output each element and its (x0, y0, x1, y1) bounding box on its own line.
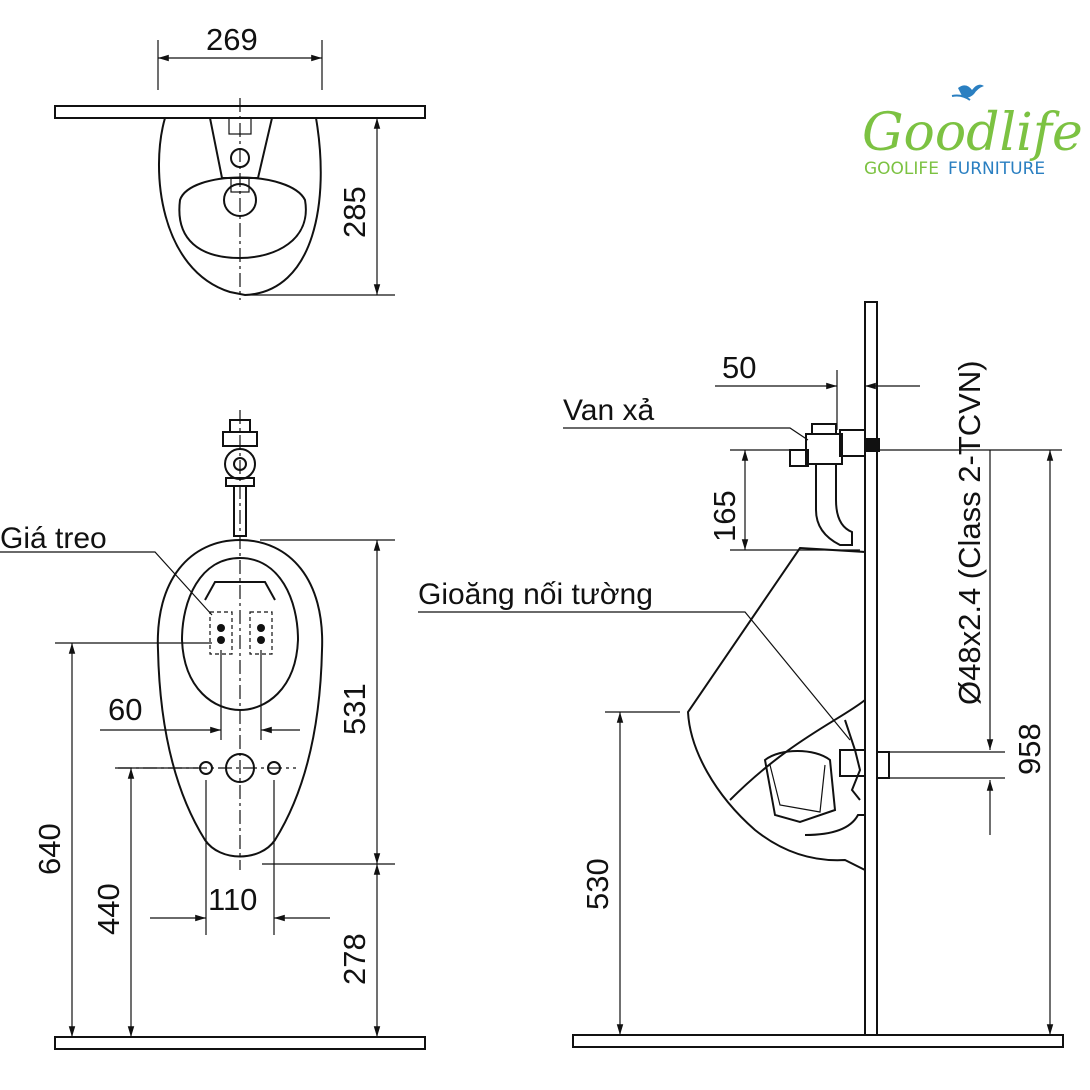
dim-side-total-height: 958 (1012, 723, 1047, 775)
dim-front-bottom-clearance: 278 (337, 933, 372, 985)
dim-front-outlet-height: 440 (91, 883, 126, 935)
top-spud (209, 117, 273, 179)
label-pipe-spec: Ø48x2.4 (Class 2-TCVN) (952, 360, 987, 705)
side-outlet-fitting (839, 749, 866, 777)
brand-logo: Goodlife GOOLIFE FURNITURE (862, 84, 1083, 179)
dim-top-width: 269 (206, 22, 258, 57)
side-wall (864, 301, 878, 1036)
front-view: Giá treo 640 440 60 110 531 278 (0, 410, 426, 1050)
dim-front-bowl-height: 531 (337, 683, 372, 735)
logo-tagline-1: GOOLIFE (864, 159, 939, 179)
dim-front-outlet-spacing: 110 (208, 882, 257, 917)
front-floor (54, 1036, 426, 1050)
side-floor (572, 1034, 1064, 1048)
dim-top-depth: 285 (337, 186, 372, 238)
dim-front-mount: 640 (32, 823, 67, 875)
logo-tagline-2: FURNITURE (948, 159, 1045, 179)
bird-icon (951, 84, 984, 101)
dim-side-valve-offset: 50 (722, 350, 756, 385)
side-trap (763, 750, 837, 824)
top-bowl-outline (157, 117, 322, 297)
side-view: 50 Van xả 165 Gioăng nối tường 530 Ø48x2… (418, 301, 1064, 1048)
dim-side-valve-height: 165 (707, 490, 742, 542)
label-hanger: Giá treo (0, 522, 107, 555)
logo-wordmark: Goodlife (862, 103, 1083, 163)
front-hanger-right (249, 611, 273, 655)
side-urinal-body (686, 546, 866, 872)
top-bowl-inner (178, 176, 307, 260)
dim-front-bracket-spacing: 60 (108, 692, 142, 727)
top-view: 269 285 (54, 22, 426, 300)
front-hanger-left (209, 611, 233, 655)
dim-side-rim-height: 530 (580, 858, 615, 910)
side-flush-valve (789, 423, 880, 546)
label-wall-gasket: Gioăng nối tường (418, 578, 653, 611)
label-flush-valve: Van xả (563, 394, 654, 427)
